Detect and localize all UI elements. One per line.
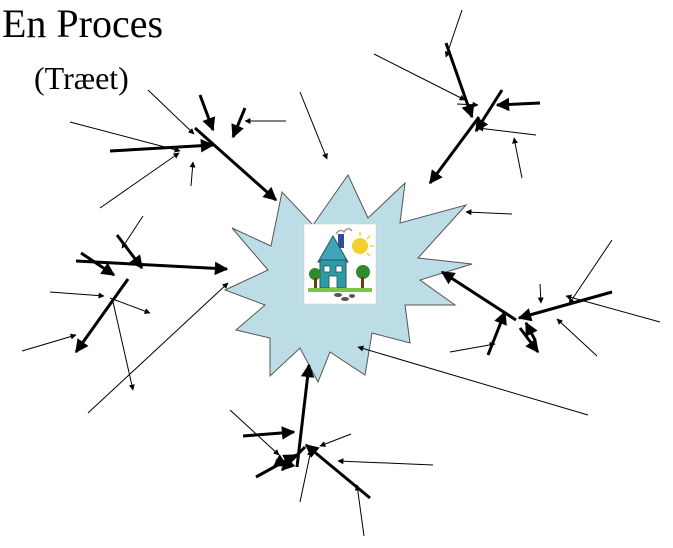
arrow-icon — [69, 121, 181, 153]
arrow-icon — [242, 426, 296, 440]
arrow-icon — [456, 101, 479, 108]
arrow-icon — [465, 209, 513, 216]
arrow-icon — [198, 94, 216, 132]
arrow-icon — [512, 137, 523, 179]
arrow-icon — [477, 125, 537, 136]
arrow-icon — [194, 126, 278, 202]
arrow-icon — [74, 278, 130, 354]
arrow-icon — [109, 138, 215, 153]
arrow-icon — [319, 433, 352, 447]
arrow-icon — [565, 294, 661, 323]
arrow-icon — [109, 297, 151, 314]
arrow-icon — [556, 318, 598, 357]
arrow-icon — [280, 445, 307, 472]
arrow-icon — [304, 443, 371, 500]
arrow-icon — [189, 161, 196, 187]
arrow-icon — [255, 453, 298, 479]
arrow-icon — [357, 345, 589, 416]
arrow-icon — [474, 89, 504, 133]
arrow-icon — [147, 89, 195, 135]
arrow-icon — [517, 290, 613, 322]
arrow-icon — [299, 449, 313, 503]
arrow-icon — [299, 91, 328, 160]
arrow-icon — [80, 251, 116, 277]
arrow-icon — [99, 152, 180, 209]
arrow-icon — [495, 97, 541, 112]
page-title: En Proces — [2, 1, 164, 46]
arrow-icon — [449, 341, 496, 353]
arrow-icon — [229, 409, 280, 456]
arrow-icon — [537, 283, 544, 304]
arrow-icon — [354, 484, 365, 537]
arrow-icon — [428, 116, 481, 185]
arrow-icon — [121, 215, 144, 249]
arrow-icon — [295, 363, 315, 468]
arrow-icon — [444, 42, 475, 119]
arrow-icon — [524, 321, 538, 341]
arrow-icon — [486, 310, 507, 356]
arrow-icon — [231, 107, 247, 139]
arrow-icon — [87, 282, 229, 414]
arrow-icon — [21, 333, 77, 352]
arrow-icon — [49, 291, 105, 299]
arrow-icon — [115, 234, 144, 270]
arrow-icon — [112, 301, 135, 391]
page-subtitle: (Træet) — [34, 60, 129, 96]
arrow-icon — [337, 458, 434, 466]
arrow-icon — [568, 239, 613, 305]
arrow-icon — [75, 259, 229, 276]
arrow-icon — [518, 327, 540, 354]
house-icon — [303, 223, 377, 305]
arrow-icon — [444, 9, 463, 58]
arrow-icon — [373, 53, 466, 101]
